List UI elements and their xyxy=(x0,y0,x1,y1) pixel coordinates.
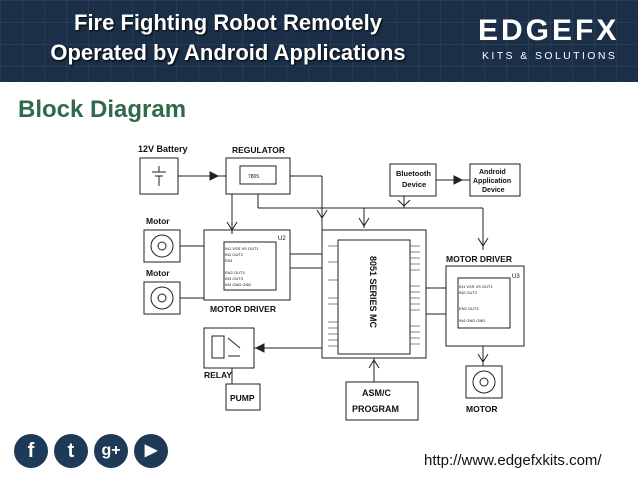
block-diagram: 12V Battery REGULATOR 7805 Bluetooth Dev… xyxy=(138,144,525,421)
website-url[interactable]: http://www.edgefxkits.com/ xyxy=(424,452,602,469)
asmc-label-1: ASM/C xyxy=(362,388,392,398)
asmc-box xyxy=(345,381,419,421)
svg-text:IN1 VSS VS OUT1: IN1 VSS VS OUT1 xyxy=(225,246,259,251)
header-grid-pattern xyxy=(0,0,638,82)
motor-right-box xyxy=(465,365,503,399)
motor-driver-right-box xyxy=(445,265,525,347)
svg-text:EN1: EN1 xyxy=(225,258,234,263)
section-title: Block Diagram xyxy=(18,96,187,123)
svg-text:IN1 VSS VS OUT1: IN1 VSS VS OUT1 xyxy=(459,284,493,289)
facebook-icon[interactable]: f xyxy=(14,434,48,468)
motor-top-label: Motor xyxy=(146,216,170,226)
twitter-icon[interactable]: t xyxy=(54,434,88,468)
motor-bottom-label: Motor xyxy=(146,268,170,278)
svg-text:EN2 OUT3: EN2 OUT3 xyxy=(459,306,479,311)
motor-driver-left-label: MOTOR DRIVER xyxy=(210,304,276,314)
motor-right-label: MOTOR xyxy=(466,404,497,414)
motor-driver-right-label: MOTOR DRIVER xyxy=(446,254,512,264)
edgefx-logo: EDGEFX KITS & SOLUTIONS xyxy=(470,12,630,72)
svg-text:IN3 OUT4: IN3 OUT4 xyxy=(225,276,244,281)
title-line-2: Operated by Android Applications xyxy=(50,40,406,65)
u2-label: U2 xyxy=(278,236,286,242)
bluetooth-label-2: Device xyxy=(402,180,426,189)
svg-text:IN2 OUT2: IN2 OUT2 xyxy=(225,252,244,257)
logo-main-text: EDGEFX xyxy=(478,14,620,47)
title-line-1: Fire Fighting Robot Remotely xyxy=(74,10,382,35)
android-label-1: Android xyxy=(479,169,506,176)
battery-label: 12V Battery xyxy=(138,144,188,154)
relay-label: RELAY xyxy=(204,370,232,380)
u3-label: U3 xyxy=(512,274,520,280)
motor-driver-left-box xyxy=(203,229,291,301)
slide-title: Fire Fighting Robot Remotely Operated by… xyxy=(8,8,448,68)
pump-box xyxy=(225,383,261,411)
header-banner: Fire Fighting Robot Remotely Operated by… xyxy=(0,0,638,82)
svg-text:IN2 OUT2: IN2 OUT2 xyxy=(459,290,478,295)
logo-sub-text: KITS & SOLUTIONS xyxy=(482,50,618,62)
svg-text:7805: 7805 xyxy=(248,174,259,180)
google-plus-icon[interactable]: g+ xyxy=(94,434,128,468)
svg-text:IN4 GND GND: IN4 GND GND xyxy=(225,282,251,287)
youtube-icon[interactable]: ▶ xyxy=(134,434,168,468)
asmc-label-2: PROGRAM xyxy=(352,404,399,414)
bluetooth-label-1: Bluetooth xyxy=(396,169,431,178)
svg-text:EN2 OUT3: EN2 OUT3 xyxy=(225,270,245,275)
social-icons: f t g+ ▶ xyxy=(14,434,174,470)
android-label-3: Device xyxy=(482,187,505,194)
pump-label: PUMP xyxy=(230,393,255,403)
regulator-label: REGULATOR xyxy=(232,145,285,155)
svg-text:IN4 GND GND: IN4 GND GND xyxy=(459,318,485,323)
mcu-label: 8051 SERIES MC xyxy=(368,256,378,329)
android-label-2: Application xyxy=(473,178,511,185)
